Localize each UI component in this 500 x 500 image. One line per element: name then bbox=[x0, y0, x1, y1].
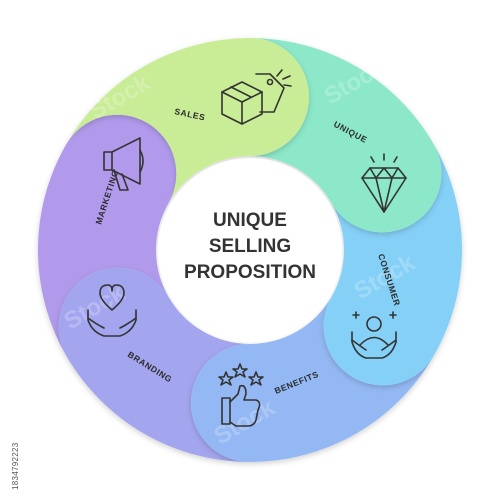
thumbs-up-stars-icon bbox=[218, 363, 264, 427]
center-title-line-2: SELLING bbox=[209, 236, 291, 257]
segment-consumer bbox=[323, 144, 463, 386]
segment-benefits bbox=[191, 297, 434, 462]
segment-unique bbox=[250, 38, 442, 233]
segments-layer bbox=[37, 38, 463, 462]
center-title-line-1: UNIQUE bbox=[213, 210, 287, 231]
box-with-price-tag-icon bbox=[221, 69, 292, 125]
center-title-line-3: PROPOSITION bbox=[184, 262, 316, 283]
segment-sales bbox=[66, 38, 310, 203]
megaphone-icon bbox=[103, 137, 144, 191]
segment-marketing bbox=[37, 114, 177, 356]
person-in-hands-icon bbox=[351, 311, 397, 359]
segment-branding bbox=[58, 267, 250, 462]
center-circle bbox=[158, 158, 342, 342]
stock-id-vertical-text: 1834792223 bbox=[2, 300, 20, 491]
stock-id: 1834792223 bbox=[11, 442, 20, 491]
diamond-icon bbox=[361, 153, 407, 213]
heart-in-hands-icon bbox=[87, 284, 137, 337]
